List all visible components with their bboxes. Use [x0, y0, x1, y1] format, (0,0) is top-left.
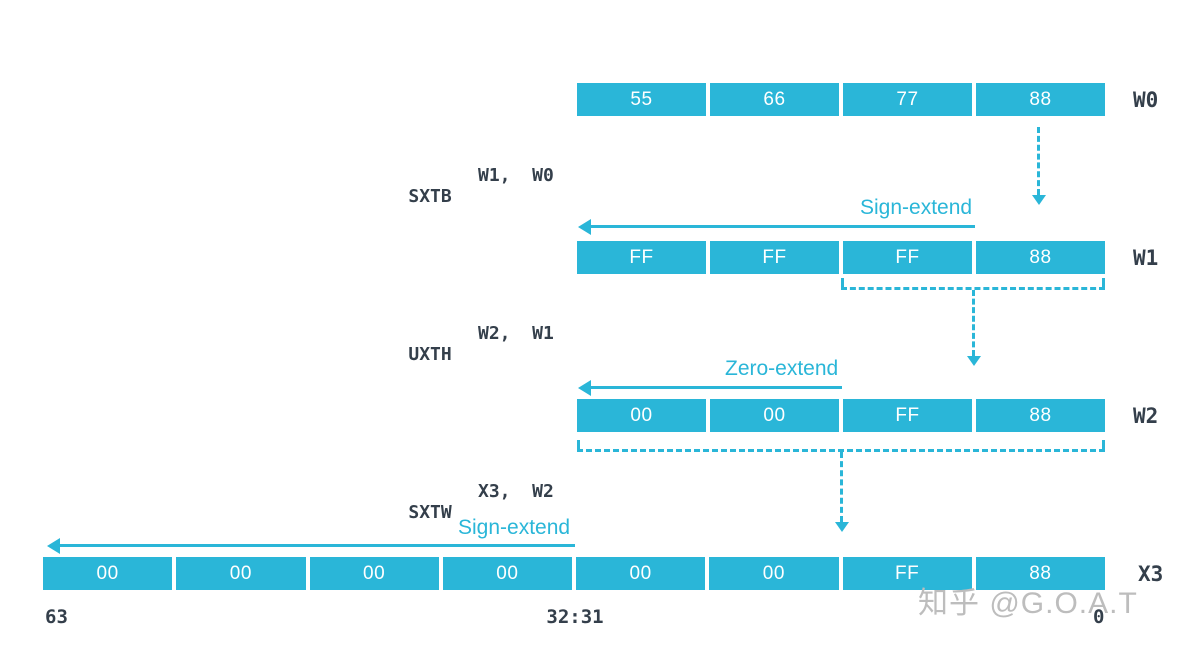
register-cell: 77 [843, 83, 972, 116]
register-cell: 00 [442, 557, 572, 590]
sign-extend-label-w1: Sign-extend [860, 196, 973, 219]
register-cell: 00 [309, 557, 439, 590]
register-label-w1: W1 [1133, 245, 1159, 270]
register-cell: 00 [577, 399, 706, 432]
register-cell: 55 [577, 83, 706, 116]
register-cell: FF [577, 241, 706, 274]
register-cell: FF [843, 399, 972, 432]
instruction-mnemonic: SXTB [408, 186, 452, 207]
register-cell: 00 [176, 557, 306, 590]
extract-bracket-w1-halfword [841, 278, 1105, 290]
zero-extend-label-w2: Zero-extend [725, 357, 839, 380]
instruction-mnemonic: UXTH [408, 344, 452, 365]
instruction-operands: W2, W1 [478, 323, 554, 344]
register-cell: 00 [43, 557, 173, 590]
register-cell: 00 [576, 557, 706, 590]
bit-label-lsb: 0 [1093, 606, 1105, 628]
dashed-drop-arrow-w2-word [835, 452, 849, 532]
sign-extend-arrow-x3 [47, 538, 575, 554]
dashed-drop-arrow-w0-byte [1032, 127, 1046, 205]
watermark: 知乎 @G.O.A.T [918, 587, 1138, 620]
instruction-sxtw: SXTW X3, W2 [365, 481, 554, 565]
register-w0: 55 66 77 88 [577, 83, 1105, 116]
register-cell: FF [843, 241, 972, 274]
instruction-sxtb: SXTB W1, W0 [365, 165, 554, 249]
zero-extend-arrow-w2 [578, 380, 842, 396]
register-label-w0: W0 [1133, 87, 1159, 112]
register-cell: 88 [975, 557, 1105, 590]
register-cell: 88 [976, 399, 1105, 432]
instruction-operands: X3, W2 [478, 481, 554, 502]
bit-label-msb: 63 [45, 606, 68, 628]
extract-bracket-w2-word [577, 440, 1105, 452]
register-x3: 00 00 00 00 00 00 FF 88 [43, 557, 1105, 590]
dashed-drop-arrow-w1-halfword [967, 290, 981, 366]
register-w1: FF FF FF 88 [577, 241, 1105, 274]
instruction-operands: W1, W0 [478, 165, 554, 186]
sign-extend-label-x3: Sign-extend [458, 516, 571, 539]
instruction-uxth: UXTH W2, W1 [365, 323, 554, 407]
register-cell: 88 [976, 83, 1105, 116]
register-cell: FF [842, 557, 972, 590]
register-cell: 00 [710, 399, 839, 432]
register-w2: 00 00 FF 88 [577, 399, 1105, 432]
register-cell: 66 [710, 83, 839, 116]
sign-extend-arrow-w1 [578, 219, 975, 235]
register-label-x3: X3 [1138, 561, 1164, 586]
bit-label-mid: 32:31 [546, 606, 604, 628]
register-label-w2: W2 [1133, 403, 1159, 428]
register-cell: 88 [976, 241, 1105, 274]
register-cell: FF [710, 241, 839, 274]
instruction-mnemonic: SXTW [408, 502, 452, 523]
register-cell: 00 [709, 557, 839, 590]
